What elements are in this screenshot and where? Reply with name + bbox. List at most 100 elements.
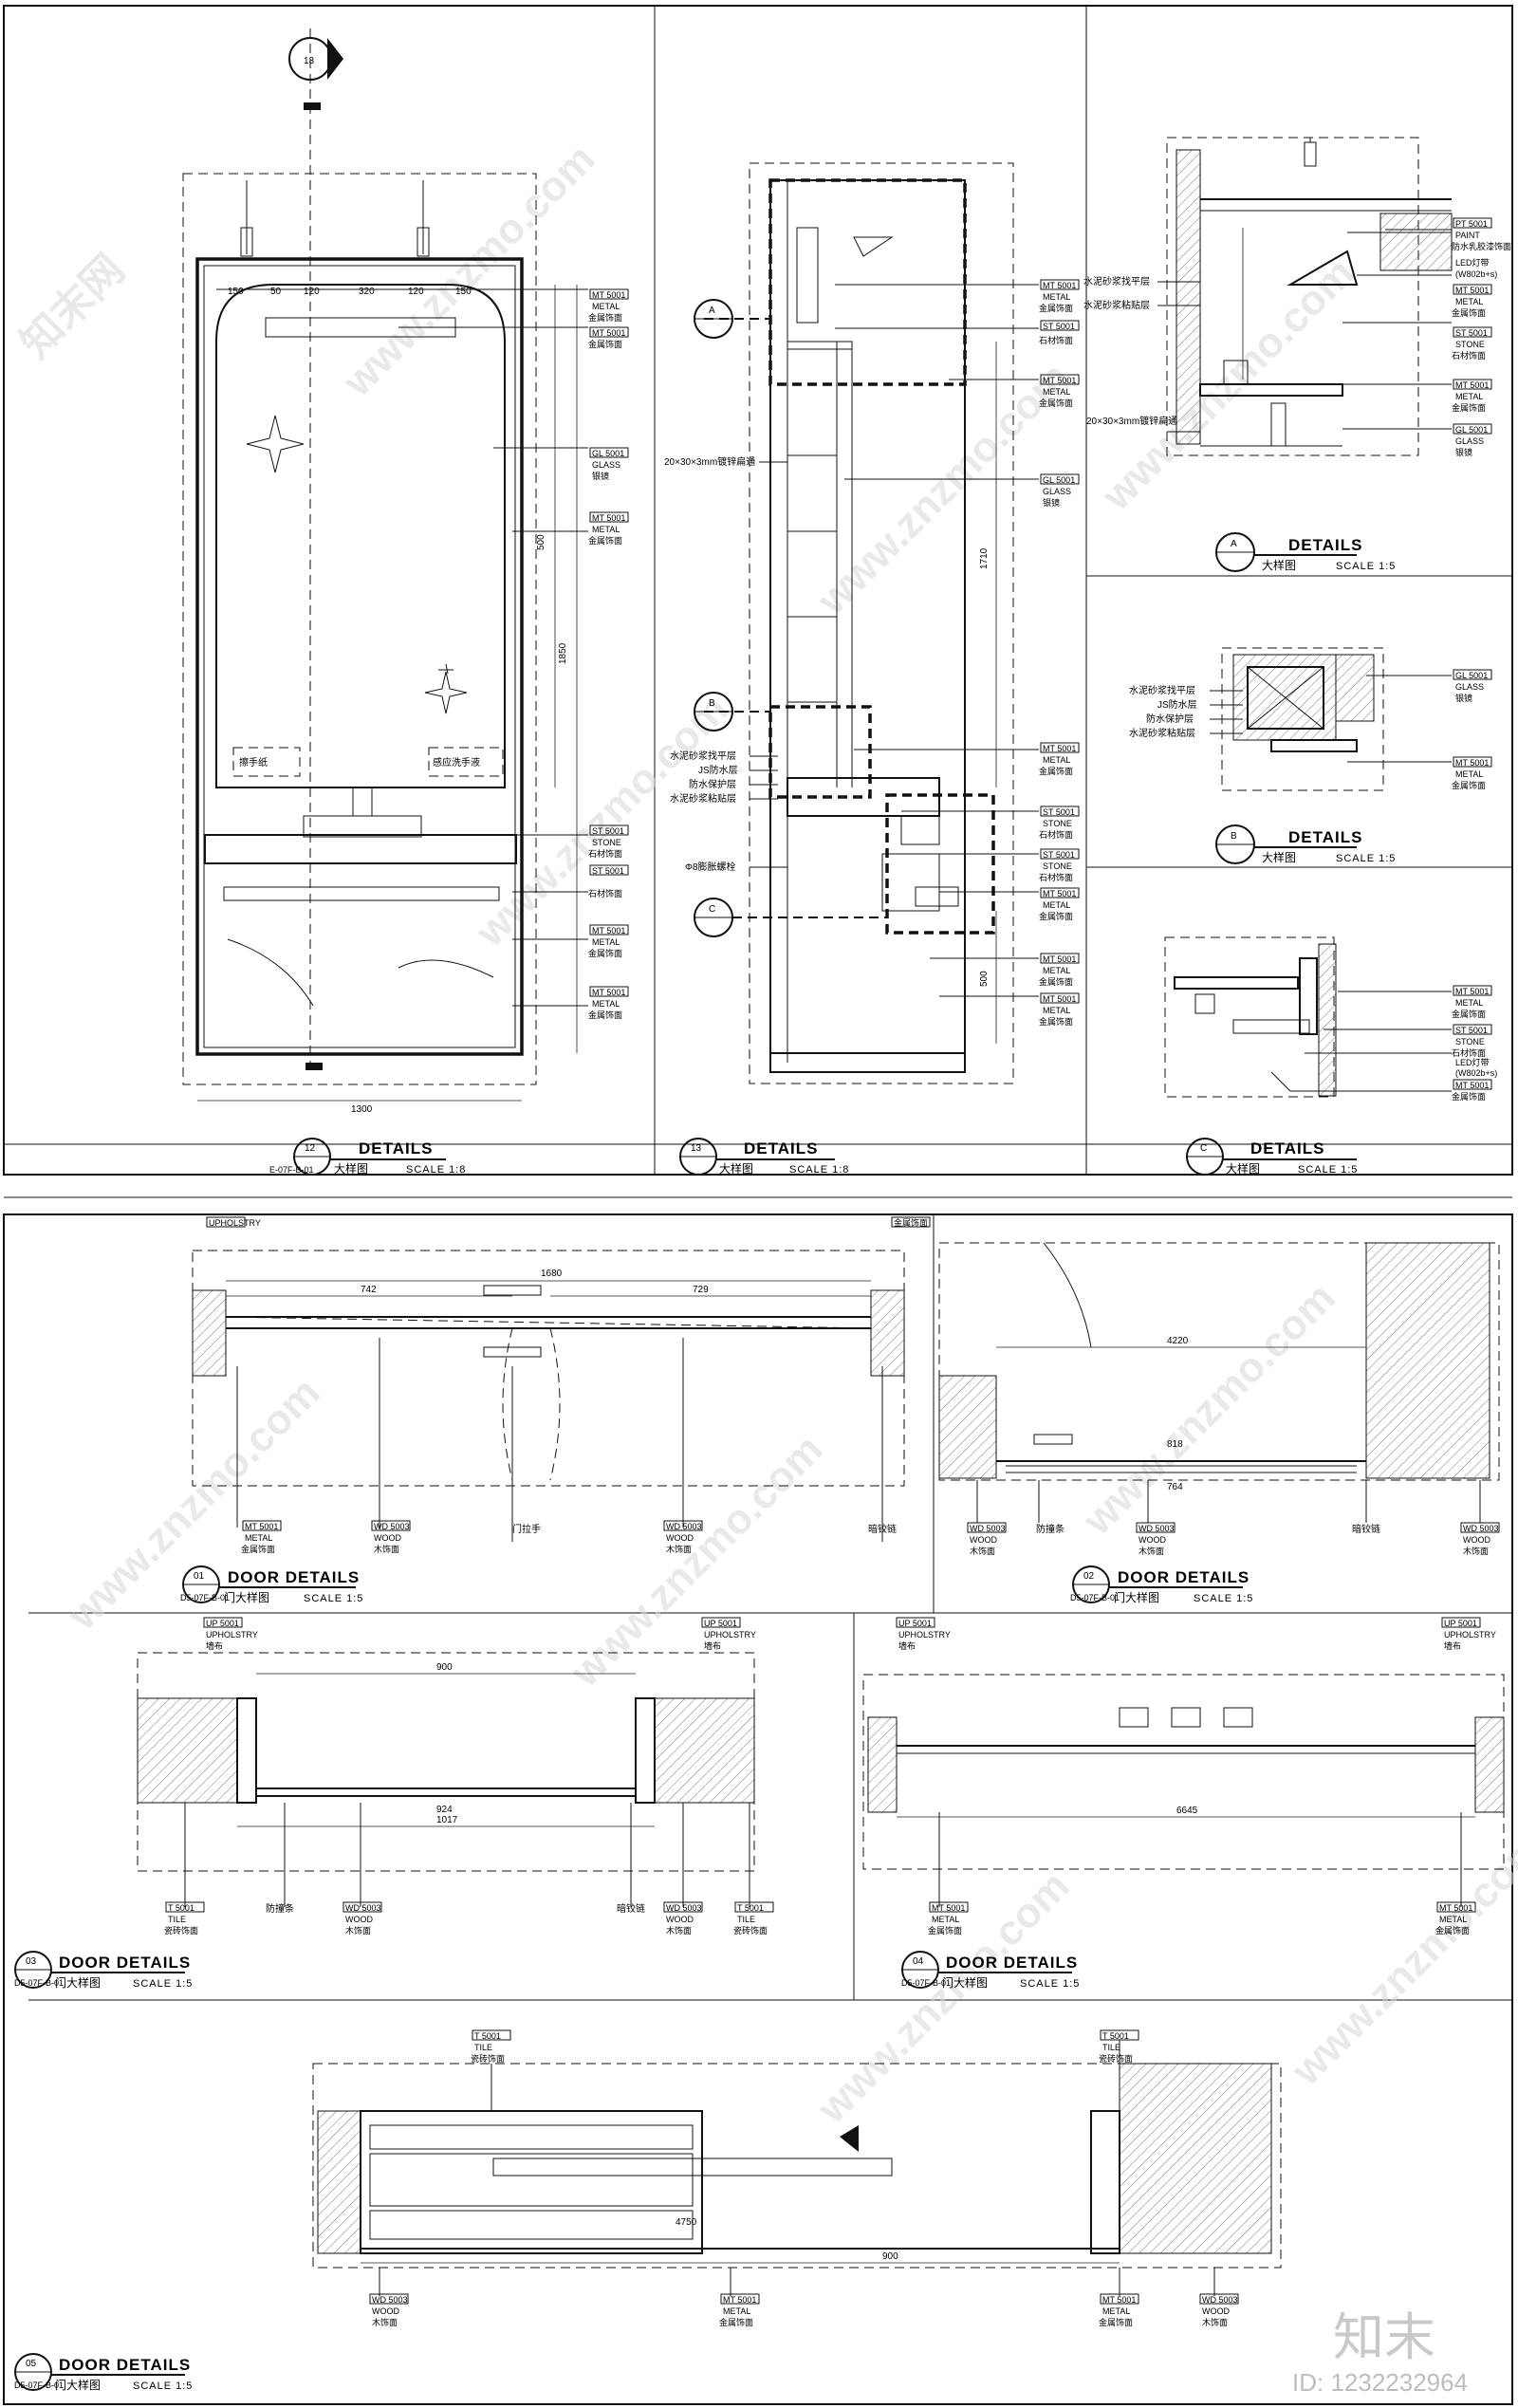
tag-cn: 金属饰面 bbox=[588, 535, 622, 546]
title-id: 02 bbox=[1083, 1571, 1095, 1582]
tag-en: TILE bbox=[737, 1915, 755, 1924]
tag-cn: 石材饰面 bbox=[1039, 829, 1073, 840]
tag-en: UPHOLSTRY bbox=[898, 1630, 951, 1639]
hinge-label: 暗铰链 bbox=[1352, 1523, 1380, 1535]
tag-en: GLASS bbox=[1043, 487, 1071, 496]
door-02-plan: 4220 818 764 WD 5003 WOOD 木饰面 防撞条 WD 500… bbox=[938, 1242, 1500, 1556]
title-text: DETAILS bbox=[744, 1139, 818, 1158]
tag-en: WOOD bbox=[666, 1533, 694, 1543]
detail-c: MT 5001 METAL 金属饰面 ST 5001 STONE 石材饰面 LE… bbox=[1164, 936, 1497, 1102]
title-sub: 大样图 bbox=[334, 1161, 368, 1176]
tag-en: UPHOLSTRY bbox=[1444, 1630, 1496, 1639]
steel-label: 20×30×3mm镀锌扁通 bbox=[664, 455, 755, 468]
dim-height: 1850 bbox=[558, 642, 568, 664]
tag-en: METAL bbox=[1043, 966, 1070, 975]
bolt-label: Φ8膨胀螺栓 bbox=[685, 861, 736, 873]
dim-d05-total: 900 bbox=[882, 2251, 898, 2262]
js-label: JS防水层 bbox=[698, 764, 738, 776]
detail-a: 水泥砂浆找平层 水泥砂浆粘贴层 20×30×3mm镀锌扁通 bbox=[1083, 137, 1453, 456]
handle-label: 门拉手 bbox=[512, 1523, 541, 1535]
protect-label: 防水保护层 bbox=[689, 778, 736, 790]
tag-code: MT 5001 bbox=[1043, 889, 1076, 898]
top-sheet-border bbox=[3, 5, 1513, 1176]
tag-cn: 木饰面 bbox=[970, 1546, 995, 1556]
tag-cn: 墙布 bbox=[1444, 1640, 1461, 1651]
dim-top-1: 50 bbox=[270, 287, 282, 297]
tag-code: WD 5003 bbox=[1138, 1524, 1175, 1533]
tag-en: METAL bbox=[592, 302, 620, 311]
tag-cn: 瓷砖饰面 bbox=[471, 2053, 505, 2064]
tag-code: WD 5003 bbox=[1463, 1524, 1499, 1533]
title-scale: SCALE 1:8 bbox=[789, 1164, 849, 1176]
tag-cn: 石材饰面 bbox=[588, 888, 622, 898]
title-scale: SCALE 1:5 bbox=[1336, 561, 1396, 572]
tag-en: METAL bbox=[592, 937, 620, 947]
dim-d03-out: 1017 bbox=[436, 1815, 458, 1825]
title-c: C DETAILS 大样图 SCALE 1:5 bbox=[1186, 1138, 1358, 1176]
tag-cn: 金属饰面 bbox=[588, 1010, 622, 1020]
tag-cn: 木饰面 bbox=[345, 1925, 371, 1936]
tag-code: ST 5001 bbox=[592, 826, 624, 836]
title-ref: E-07F-B-01 bbox=[269, 1165, 314, 1175]
title-sub: 门大样图 bbox=[224, 1590, 269, 1604]
tag-cn: 木饰面 bbox=[372, 2317, 398, 2327]
sensor-label: 感应洗手液 bbox=[433, 756, 480, 769]
tag-code: WD 5003 bbox=[666, 1903, 702, 1913]
detail-a-title: A DETAILS 大样图 SCALE 1:5 bbox=[1215, 532, 1396, 572]
tag-cn: 石材饰面 bbox=[1452, 1047, 1486, 1058]
watermark-text: www.znzmo.com bbox=[1283, 1825, 1518, 2095]
tag-en: WOOD bbox=[970, 1535, 997, 1545]
strip-label: 防撞条 bbox=[266, 1902, 294, 1915]
tag-cn: 石材饰面 bbox=[1039, 872, 1073, 882]
tag-cn: 银镜 bbox=[592, 471, 609, 481]
tag-cn: 木饰面 bbox=[1463, 1546, 1489, 1556]
dim-d01-left: 742 bbox=[361, 1285, 377, 1295]
watermark-text: 知末网 bbox=[11, 246, 133, 367]
tag-cn: 金属饰面 bbox=[928, 1925, 962, 1936]
tag-code: GL 5001 bbox=[1043, 475, 1075, 485]
title-scale: SCALE 1:5 bbox=[133, 2380, 193, 2392]
tag-cn: 石材饰面 bbox=[588, 848, 622, 859]
js-b: JS防水层 bbox=[1157, 698, 1197, 711]
callout-c: C bbox=[709, 904, 715, 915]
tag-code: MT 5001 bbox=[245, 1522, 278, 1531]
watermark-text: www.znzmo.com bbox=[808, 354, 1079, 624]
title-scale: SCALE 1:5 bbox=[1298, 1164, 1358, 1176]
tag-cn: 金属饰面 bbox=[1435, 1925, 1470, 1936]
tag-cn: 防水乳胶漆饰面 bbox=[1452, 241, 1511, 251]
dim-d02-total: 4220 bbox=[1167, 1336, 1189, 1346]
tag-en: WOOD bbox=[1202, 2306, 1230, 2316]
title-text: DETAILS bbox=[1288, 828, 1362, 846]
tag-cn: 石材饰面 bbox=[1452, 350, 1486, 361]
tag-en: WOOD bbox=[666, 1915, 694, 1924]
tag-code: MT 5001 bbox=[1455, 1081, 1489, 1090]
tag-en: STONE bbox=[592, 838, 621, 847]
watermark-text: www.znzmo.com bbox=[334, 136, 604, 406]
steel-a: 20×30×3mm镀锌扁通 bbox=[1086, 415, 1177, 427]
mortar2-b: 水泥砂浆粘贴层 bbox=[1129, 727, 1195, 739]
title-ref: D5-07F-B-01 bbox=[14, 1978, 64, 1988]
title-scale: SCALE 1:5 bbox=[1020, 1978, 1080, 1990]
tag-code: WD 5003 bbox=[345, 1903, 381, 1913]
title-id: C bbox=[1200, 1143, 1207, 1154]
tag-code: T 5001 bbox=[737, 1903, 764, 1913]
tag-code: MT 5001 bbox=[1043, 744, 1076, 753]
tag-en: STONE bbox=[1455, 1037, 1485, 1047]
tag-cn: 墙布 bbox=[704, 1640, 721, 1651]
tag-code: WD 5003 bbox=[372, 2295, 408, 2305]
tag-code: ST 5001 bbox=[1043, 807, 1075, 817]
title-id: 04 bbox=[913, 1956, 924, 1967]
tag-code: PT 5001 bbox=[1455, 219, 1488, 229]
image-id: ID: 1232232964 bbox=[1292, 2368, 1468, 2397]
title-text: DETAILS bbox=[359, 1139, 433, 1158]
dim-d01-total: 1680 bbox=[541, 1269, 563, 1279]
dim-d02-inner: 818 bbox=[1167, 1439, 1183, 1450]
hinge-label: 暗铰链 bbox=[617, 1902, 645, 1915]
tag-en: PAINT bbox=[1455, 231, 1480, 240]
watermark-text: www.znzmo.com bbox=[562, 1426, 832, 1696]
tag-code: ST 5001 bbox=[1455, 328, 1488, 338]
dim-top-4: 120 bbox=[408, 287, 424, 297]
tag-cn: 瓷砖饰面 bbox=[1099, 2053, 1133, 2064]
door-05-title: 05 D5-07F-B-01 DOOR DETAILS 门大样图 SCALE 1… bbox=[14, 2353, 193, 2392]
